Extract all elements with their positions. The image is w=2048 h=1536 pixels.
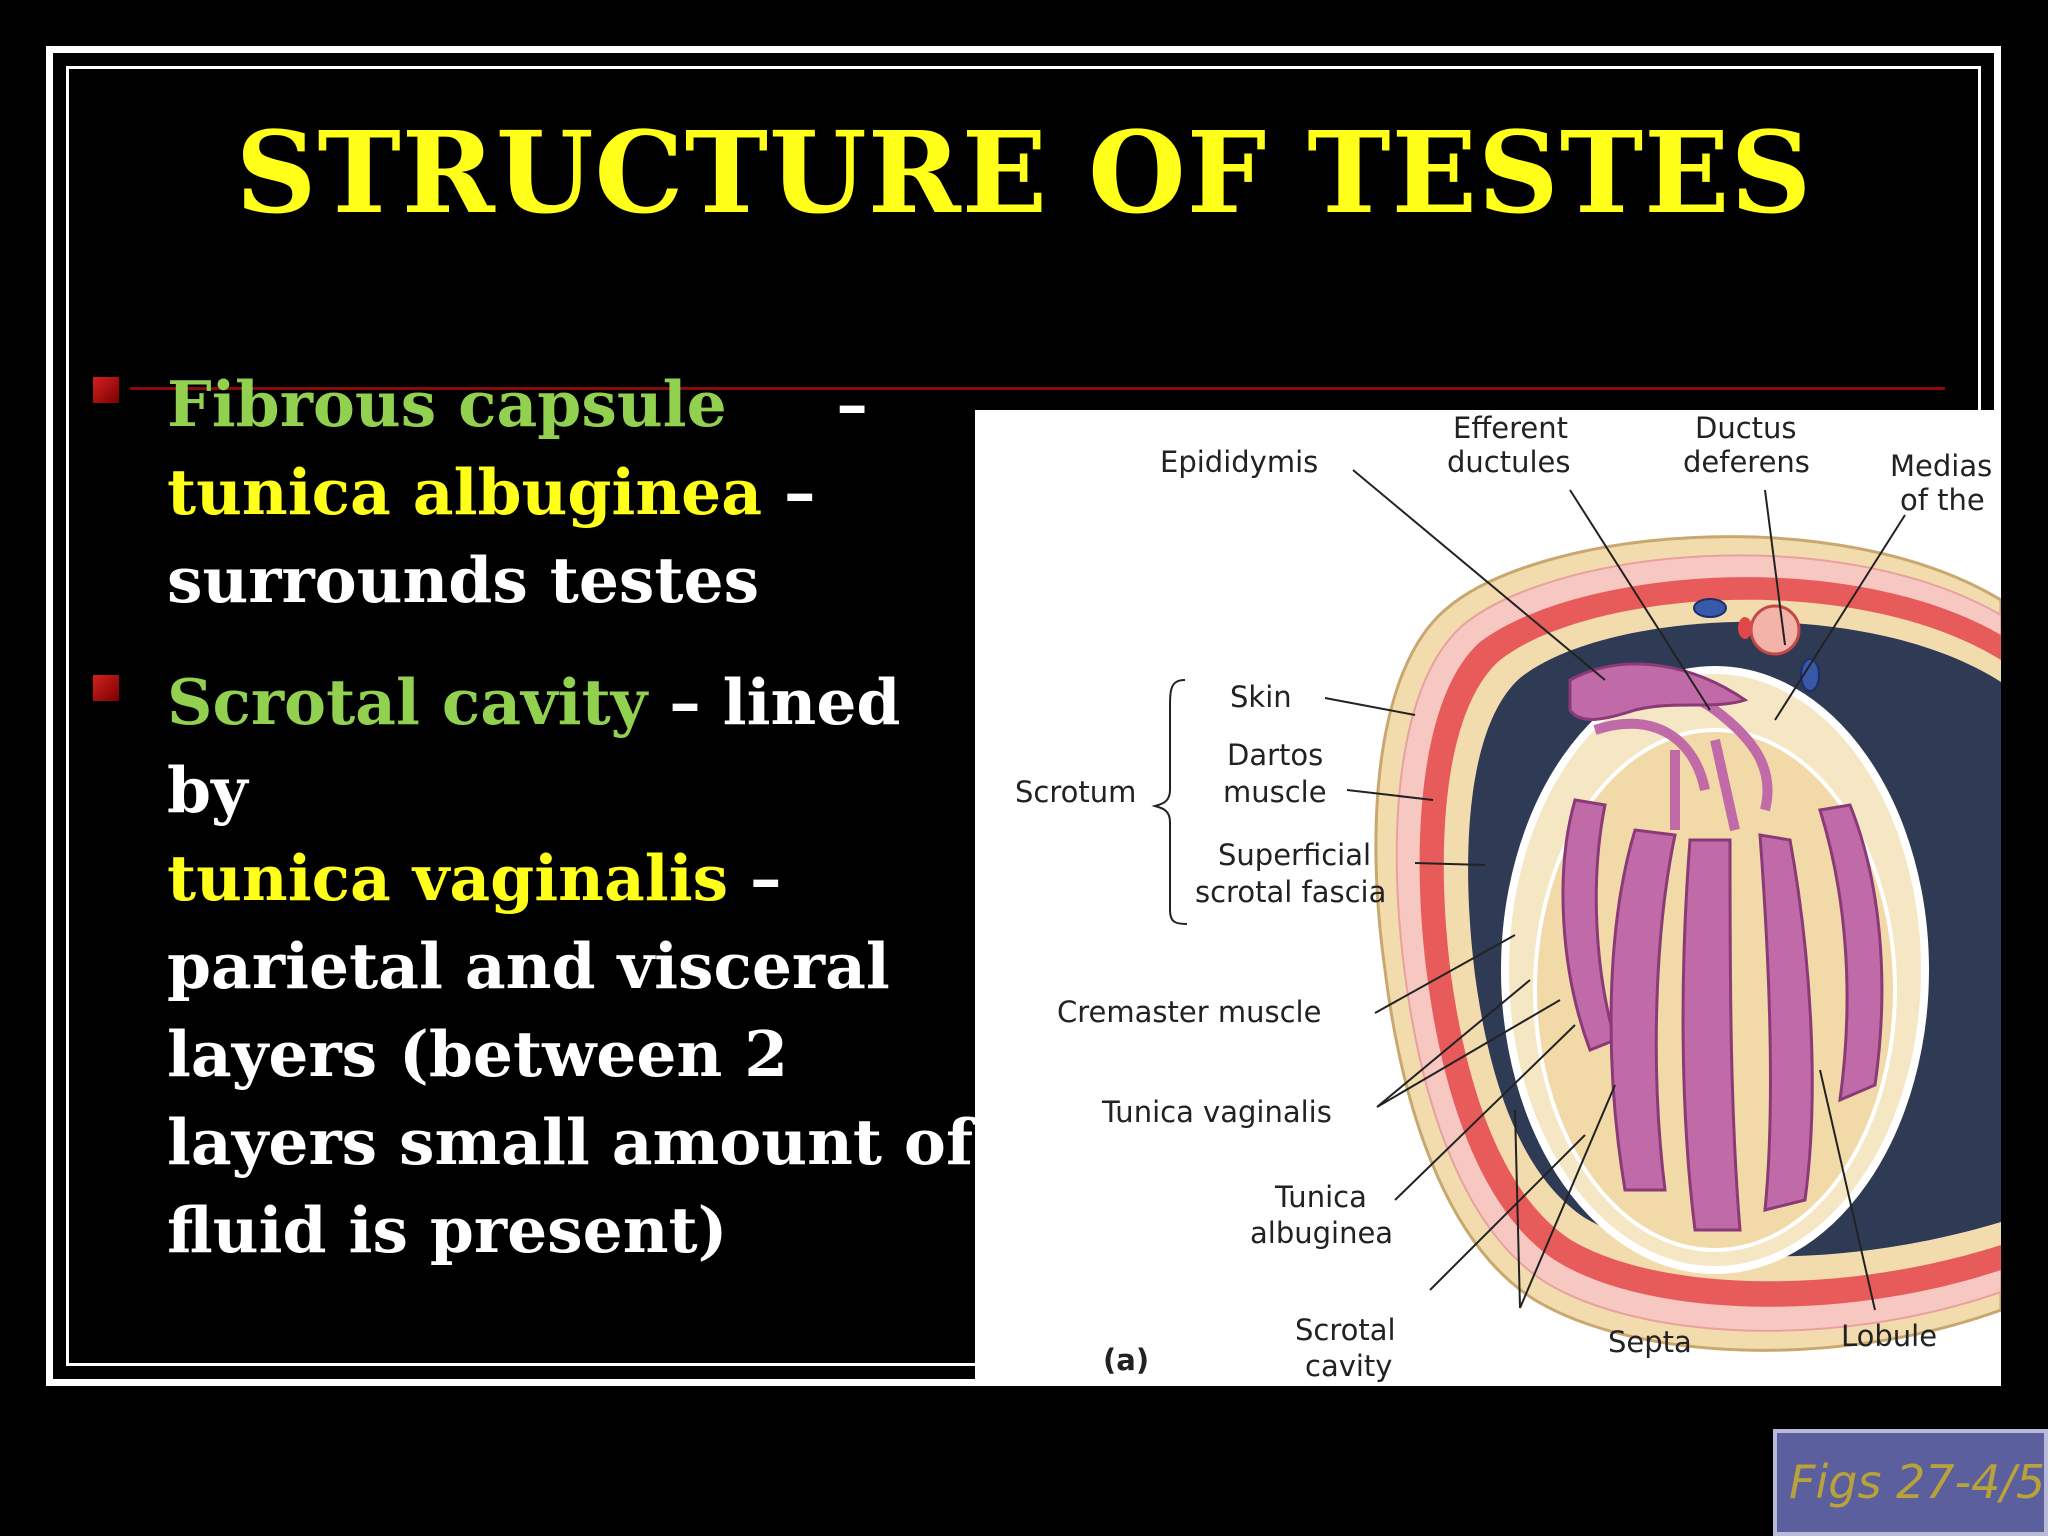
slide-title: STRUCTURE OF TESTES — [235, 108, 1813, 239]
text-layers-description: parietal and visceral layers (between 2 … — [167, 929, 974, 1267]
dash: – — [762, 455, 816, 529]
label-superficial-2: scrotal fascia — [1195, 875, 1386, 909]
highlight-tunica-vaginalis: tunica vaginalis — [167, 841, 729, 915]
label-epididymis: Epididymis — [1160, 445, 1318, 479]
label-septa: Septa — [1608, 1325, 1692, 1359]
label-cremaster: Cremaster muscle — [1057, 995, 1321, 1029]
label-scrotal-cavity-2: cavity — [1305, 1349, 1392, 1383]
label-skin: Skin — [1230, 680, 1292, 714]
bullet-square-icon — [93, 675, 119, 701]
label-scrotal-cavity-1: Scrotal — [1295, 1313, 1396, 1347]
term-fibrous-capsule: Fibrous capsule — [167, 367, 727, 441]
bullet-list: Fibrous capsule – tunica albuginea – sur… — [90, 360, 990, 1308]
label-ductus-1: Ductus — [1695, 411, 1797, 445]
bullet-scrotal-cavity: Scrotal cavity – lined by tunica vaginal… — [90, 658, 990, 1274]
label-tunica-vaginalis: Tunica vaginalis — [1101, 1095, 1332, 1129]
label-superficial-1: Superficial — [1218, 838, 1371, 872]
label-dartos-2: muscle — [1223, 775, 1327, 809]
bullet-square-icon — [93, 377, 119, 403]
lobules — [1561, 798, 1884, 1232]
dash: – — [726, 367, 868, 441]
testis-cross-section-diagram: Epididymis Efferent ductules Ductus defe… — [975, 410, 2001, 1386]
label-medias-2: of the — [1900, 483, 1985, 517]
highlight-tunica-albuginea: tunica albuginea — [167, 455, 763, 529]
label-tunica-albuginea-1: Tunica — [1274, 1180, 1367, 1214]
leader-lines — [1324, 469, 1906, 1311]
dash: – — [728, 841, 782, 915]
label-tunica-albuginea-2: albuginea — [1250, 1216, 1393, 1250]
spermatic-cord-vessels — [1693, 598, 1820, 692]
label-efferent-2: ductules — [1447, 445, 1571, 479]
bullet-fibrous-capsule: Fibrous capsule – tunica albuginea – sur… — [90, 360, 990, 624]
label-panel-a: (a) — [1103, 1343, 1149, 1377]
scrotum-brace — [1151, 679, 1188, 925]
text-surrounds-testes: surrounds testes — [167, 543, 760, 617]
label-scrotum: Scrotum — [1015, 775, 1136, 809]
epididymis — [1568, 662, 1749, 721]
label-dartos-1: Dartos — [1227, 738, 1323, 772]
figure-reference-badge: Figs 27-4/5 — [1773, 1429, 2048, 1536]
label-ductus-2: deferens — [1683, 445, 1810, 479]
text-lined-by: – lined by — [167, 665, 901, 827]
label-medias-1: Medias — [1890, 449, 1992, 483]
label-lobule: Lobule — [1841, 1319, 1937, 1353]
title-underline-rule — [130, 387, 1945, 390]
term-scrotal-cavity: Scrotal cavity — [167, 665, 648, 739]
label-efferent-1: Efferent — [1453, 411, 1568, 445]
